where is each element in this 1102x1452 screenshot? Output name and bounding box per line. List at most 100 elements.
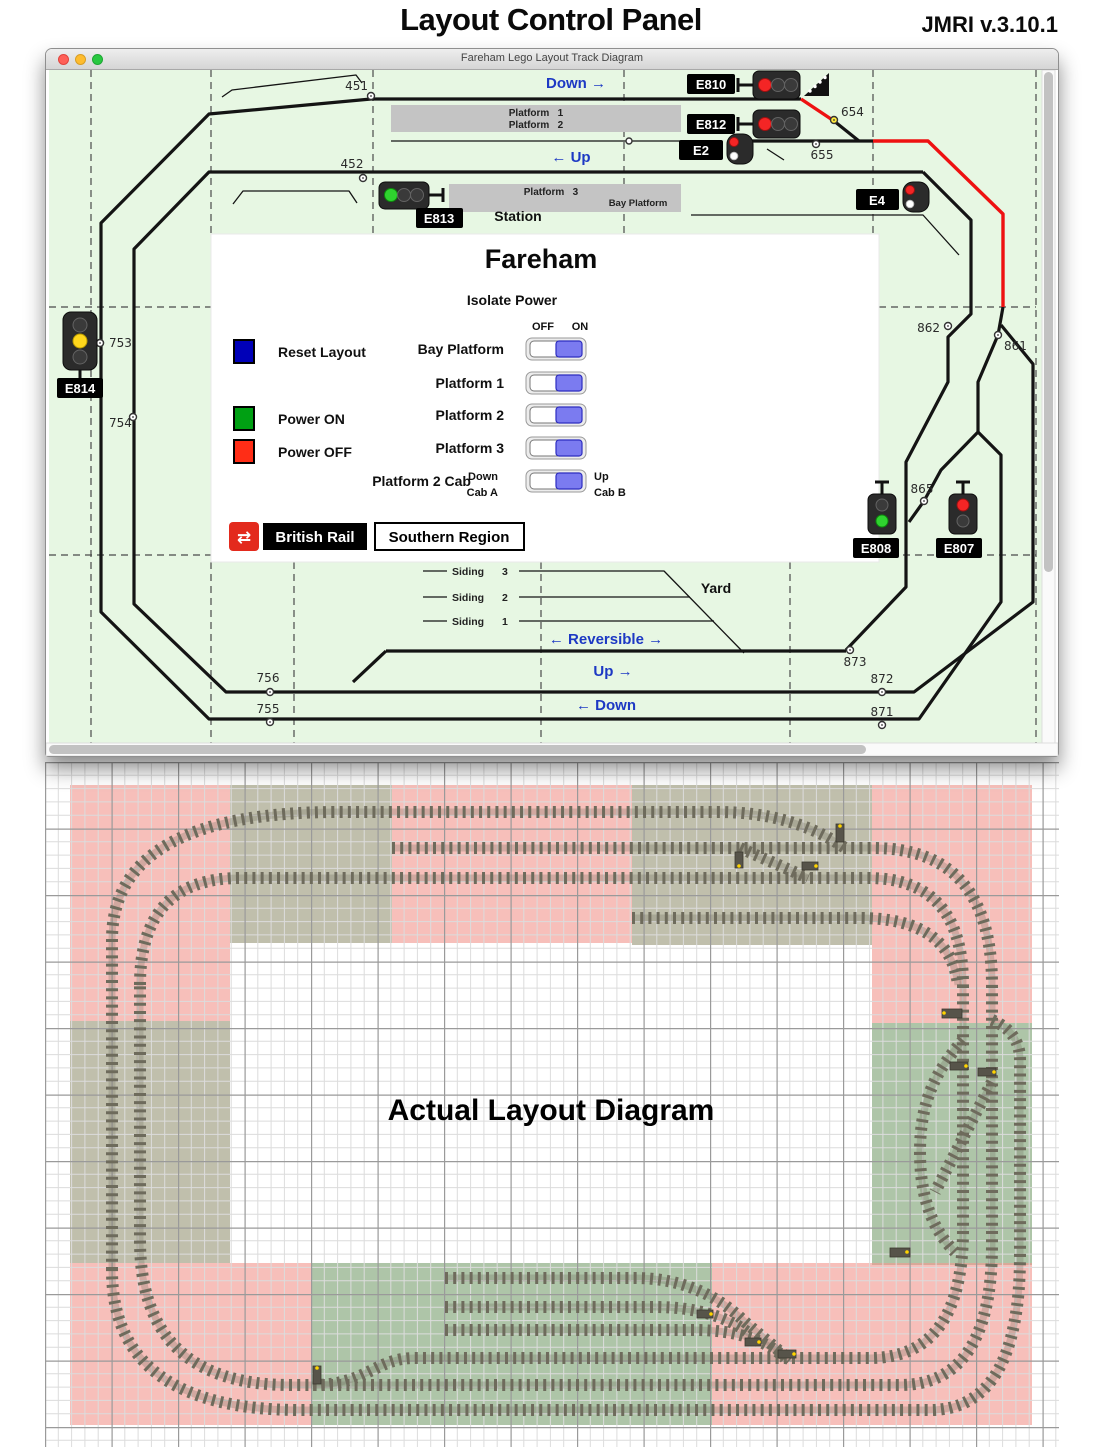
track-diagram-area: Platform 1 Platform 2 Platform 3 Bay Pla… [45,69,1059,757]
minimize-button[interactable] [75,54,86,65]
power-off-button[interactable]: Power OFF [233,439,352,464]
svg-text:755: 755 [257,702,280,716]
svg-text:872: 872 [871,672,894,686]
siding2-num: 2 [502,592,508,604]
svg-text:Power ON: Power ON [278,411,345,427]
signal-E2[interactable]: E2 [679,133,754,165]
fareham-panel: Fareham Isolate Power OFF ON Bay Platfor… [229,244,626,551]
siding3-num: 3 [502,566,508,578]
platform3-label: Platform 3 [524,187,579,198]
bay-platform-road [691,214,960,256]
signal-E812[interactable]: E812 [687,109,801,139]
svg-text:Reset Layout: Reset Layout [278,344,366,360]
toggle-platform2[interactable]: Platform 2 [436,403,587,427]
isolate-power-title: Isolate Power [467,292,558,308]
window-titlebar[interactable]: Fareham Lego Layout Track Diagram [46,49,1058,70]
svg-text:E807: E807 [944,541,974,556]
siding1-name: Siding [452,616,484,628]
svg-text:452: 452 [341,157,364,171]
signal-E810[interactable]: E810 [687,70,829,100]
toggle-platform2-cab[interactable]: Platform 2 Cab Down Cab A Up Cab B [372,469,626,499]
siding-labels: Siding 3 Siding 2 Siding 1 [447,564,519,628]
close-button[interactable] [58,54,69,65]
signal-E813[interactable]: E813 [378,181,463,228]
connector-654 [833,119,860,143]
turnout-dots[interactable] [95,91,1003,730]
svg-text:451: 451 [345,79,368,93]
zoom-button[interactable] [92,54,103,65]
page-title: Layout Control Panel [400,2,702,37]
vscroll-thumb[interactable] [1044,72,1053,572]
reversible-label: ← Reversible → [549,631,663,648]
svg-text:Cab A: Cab A [467,487,498,499]
svg-text:Platform 2 Cab: Platform 2 Cab [372,473,471,489]
svg-text:E810: E810 [696,77,726,92]
direction-labels: Down → ← Up ← Reversible → Up → ← Down Y… [546,75,731,714]
turnout-numbers: 451 452 654 655 753 754 755 756 861 862 … [109,79,1027,719]
power-on-button[interactable]: Power ON [233,406,345,431]
occupied-track-1 [800,97,835,123]
toggle-platform3[interactable]: Platform 3 [436,436,587,460]
svg-text:E4: E4 [869,193,886,208]
signal-E4[interactable]: E4 [856,181,930,213]
horizontal-scrollbar[interactable] [45,742,1059,757]
svg-text:Platform 3: Platform 3 [436,440,505,456]
svg-text:862: 862 [917,321,940,335]
up-bottom-label: Up → [593,663,632,680]
svg-text:E808: E808 [861,541,891,556]
down-top-label: Down → [546,75,606,92]
toggle-bay-platform[interactable]: Bay Platform [418,337,587,361]
control-panel [210,233,880,563]
yard-access-leg [844,170,973,652]
svg-text:E814: E814 [65,381,96,396]
station-label: Station [494,208,541,224]
british-rail-name: British Rail [275,529,354,546]
window-title: Fareham Lego Layout Track Diagram [460,52,644,64]
signal-E808[interactable]: E808 [853,480,899,558]
on-header: ON [572,321,589,333]
down-bottom-label: ← Down [576,697,636,714]
layout-grid-svg: Actual Layout Diagram [45,762,1059,1447]
platform-1-2-bar [391,105,681,132]
reversible-west-spur [351,649,388,684]
point-blade-mark [766,148,785,161]
headshunt-track-upper [221,74,363,98]
southern-region-label: Southern Region [389,529,510,546]
svg-text:753: 753 [109,336,132,350]
svg-text:754: 754 [109,416,132,430]
down-main-loop [99,97,1003,721]
jmri-version: JMRI v.3.10.1 [921,12,1058,37]
siding1-num: 1 [502,616,508,628]
siding2-name: Siding [452,592,484,604]
track-diagram-svg: Platform 1 Platform 2 Platform 3 Bay Pla… [45,69,1059,757]
svg-text:871: 871 [871,705,894,719]
siding3-name: Siding [452,566,484,578]
svg-text:655: 655 [811,148,834,162]
switch-machines [312,823,997,1385]
platform1-label: Platform 1 [509,108,564,119]
hscroll-thumb[interactable] [49,745,866,754]
signal-E814[interactable]: E814 [57,311,103,398]
svg-text:Down: Down [468,471,498,483]
panel-title: Fareham [485,244,598,274]
svg-text:Platform 1: Platform 1 [436,375,505,391]
actual-layout-image: Actual Layout Diagram [45,762,1059,1447]
platforms: Platform 1 Platform 2 Platform 3 Bay Pla… [391,105,681,224]
toggle-platform1[interactable]: Platform 1 [436,371,587,395]
signal-E807[interactable]: E807 [936,480,982,558]
reset-layout-button[interactable]: Reset Layout [233,339,366,364]
svg-text:873: 873 [844,655,867,669]
svg-text:Cab B: Cab B [594,487,626,499]
british-rail-brand: ⇄ British Rail Southern Region [229,522,525,551]
platform-3-bar [449,184,681,212]
svg-text:865: 865 [911,482,934,496]
svg-text:Power OFF: Power OFF [278,444,352,460]
bay-platform-label: Bay Platform [609,198,668,209]
vertical-scrollbar[interactable] [1041,69,1056,744]
svg-text:Platform 2: Platform 2 [436,407,505,423]
svg-text:756: 756 [257,671,280,685]
platform2-label: Platform 2 [509,120,564,131]
svg-text:E813: E813 [424,211,454,226]
off-header: OFF [532,321,554,333]
svg-text:E812: E812 [696,117,726,132]
